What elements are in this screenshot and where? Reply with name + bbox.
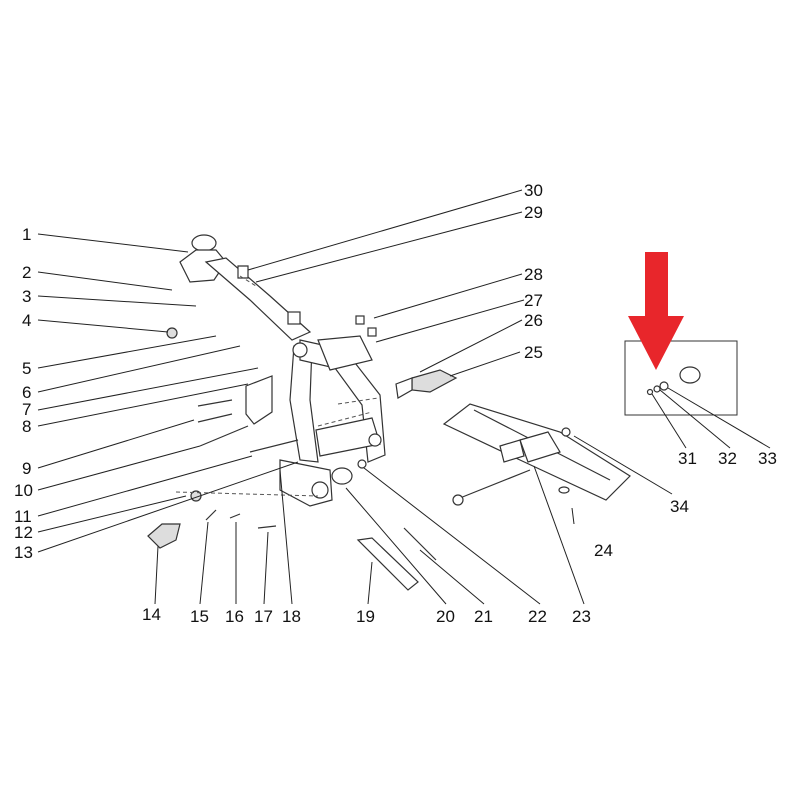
callout-34: 34 <box>670 497 689 516</box>
callout-33: 33 <box>758 449 777 468</box>
callout-24: 24 <box>594 541 613 560</box>
leader-lines <box>37 189 771 605</box>
callout-11: 11 <box>14 507 32 526</box>
highlight-arrow-icon <box>628 252 684 370</box>
callout-12: 12 <box>14 523 33 542</box>
callout-6: 6 <box>22 383 31 402</box>
callout-3: 3 <box>22 287 31 306</box>
callout-25: 25 <box>524 343 543 362</box>
callout-14: 14 <box>142 605 161 624</box>
callout-26: 26 <box>524 311 543 330</box>
callout-labels: 1 2 3 4 5 6 7 8 9 10 11 12 13 14 15 16 1… <box>14 181 777 626</box>
callout-9: 9 <box>22 459 31 478</box>
callout-19: 19 <box>356 607 375 626</box>
frame-drawing <box>147 234 631 591</box>
callout-16: 16 <box>225 607 244 626</box>
callout-4: 4 <box>22 311 31 330</box>
callout-21: 21 <box>474 607 493 626</box>
detail-inset <box>624 340 738 416</box>
callout-32: 32 <box>718 449 737 468</box>
callout-8: 8 <box>22 417 31 436</box>
callout-15: 15 <box>190 607 209 626</box>
callout-27: 27 <box>524 291 543 310</box>
callout-22: 22 <box>528 607 547 626</box>
callout-10: 10 <box>14 481 33 500</box>
callout-30: 30 <box>524 181 543 200</box>
callout-20: 20 <box>436 607 455 626</box>
callout-5: 5 <box>22 359 31 378</box>
callout-17: 17 <box>254 607 273 626</box>
callout-1: 1 <box>22 225 31 244</box>
callout-13: 13 <box>14 543 33 562</box>
callout-28: 28 <box>524 265 543 284</box>
callout-2: 2 <box>22 263 31 282</box>
callout-7: 7 <box>22 400 31 419</box>
callout-18: 18 <box>282 607 301 626</box>
callout-23: 23 <box>572 607 591 626</box>
callout-29: 29 <box>524 203 543 222</box>
callout-31: 31 <box>678 449 697 468</box>
